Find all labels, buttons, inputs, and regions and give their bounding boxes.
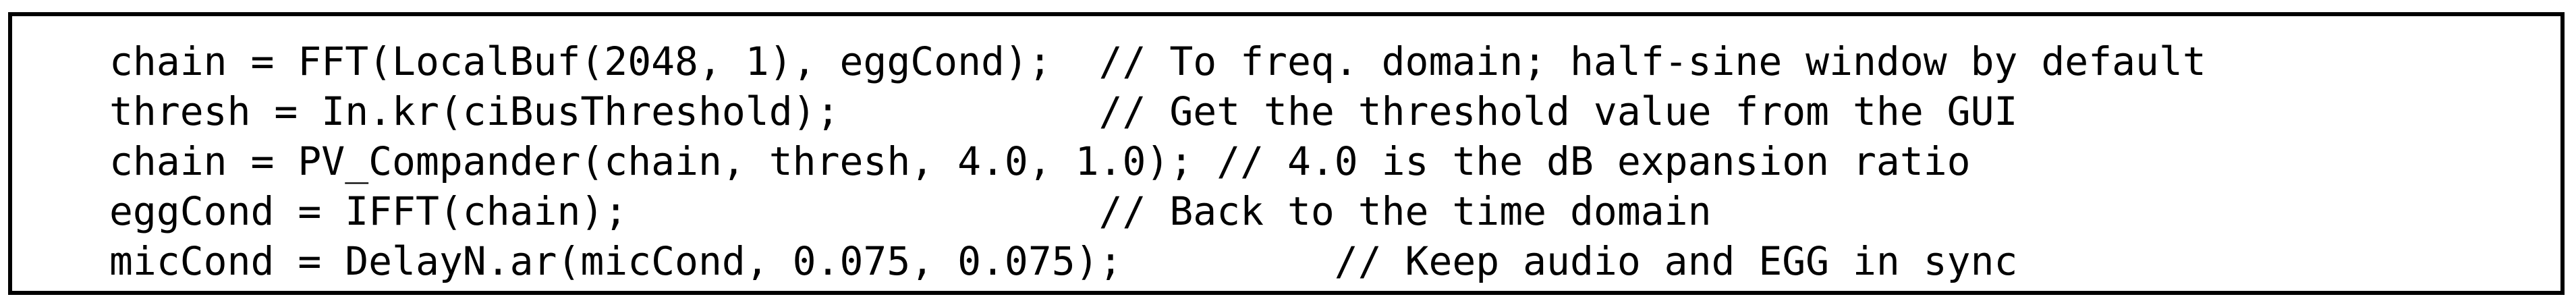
code-line: eggCond = IFFT(chain); // Back to the ti…	[109, 188, 1712, 234]
code-line: micCond = DelayN.ar(micCond, 0.075, 0.07…	[109, 238, 2018, 284]
code-line: chain = PV_Compander(chain, thresh, 4.0,…	[109, 138, 1971, 184]
code-listing-box: chain = FFT(LocalBuf(2048, 1), eggCond);…	[8, 12, 2565, 295]
code-line: thresh = In.kr(ciBusThreshold); // Get t…	[109, 88, 2018, 134]
code-listing: chain = FFT(LocalBuf(2048, 1), eggCond);…	[12, 16, 2560, 286]
code-line: chain = FFT(LocalBuf(2048, 1), eggCond);…	[109, 38, 2206, 84]
